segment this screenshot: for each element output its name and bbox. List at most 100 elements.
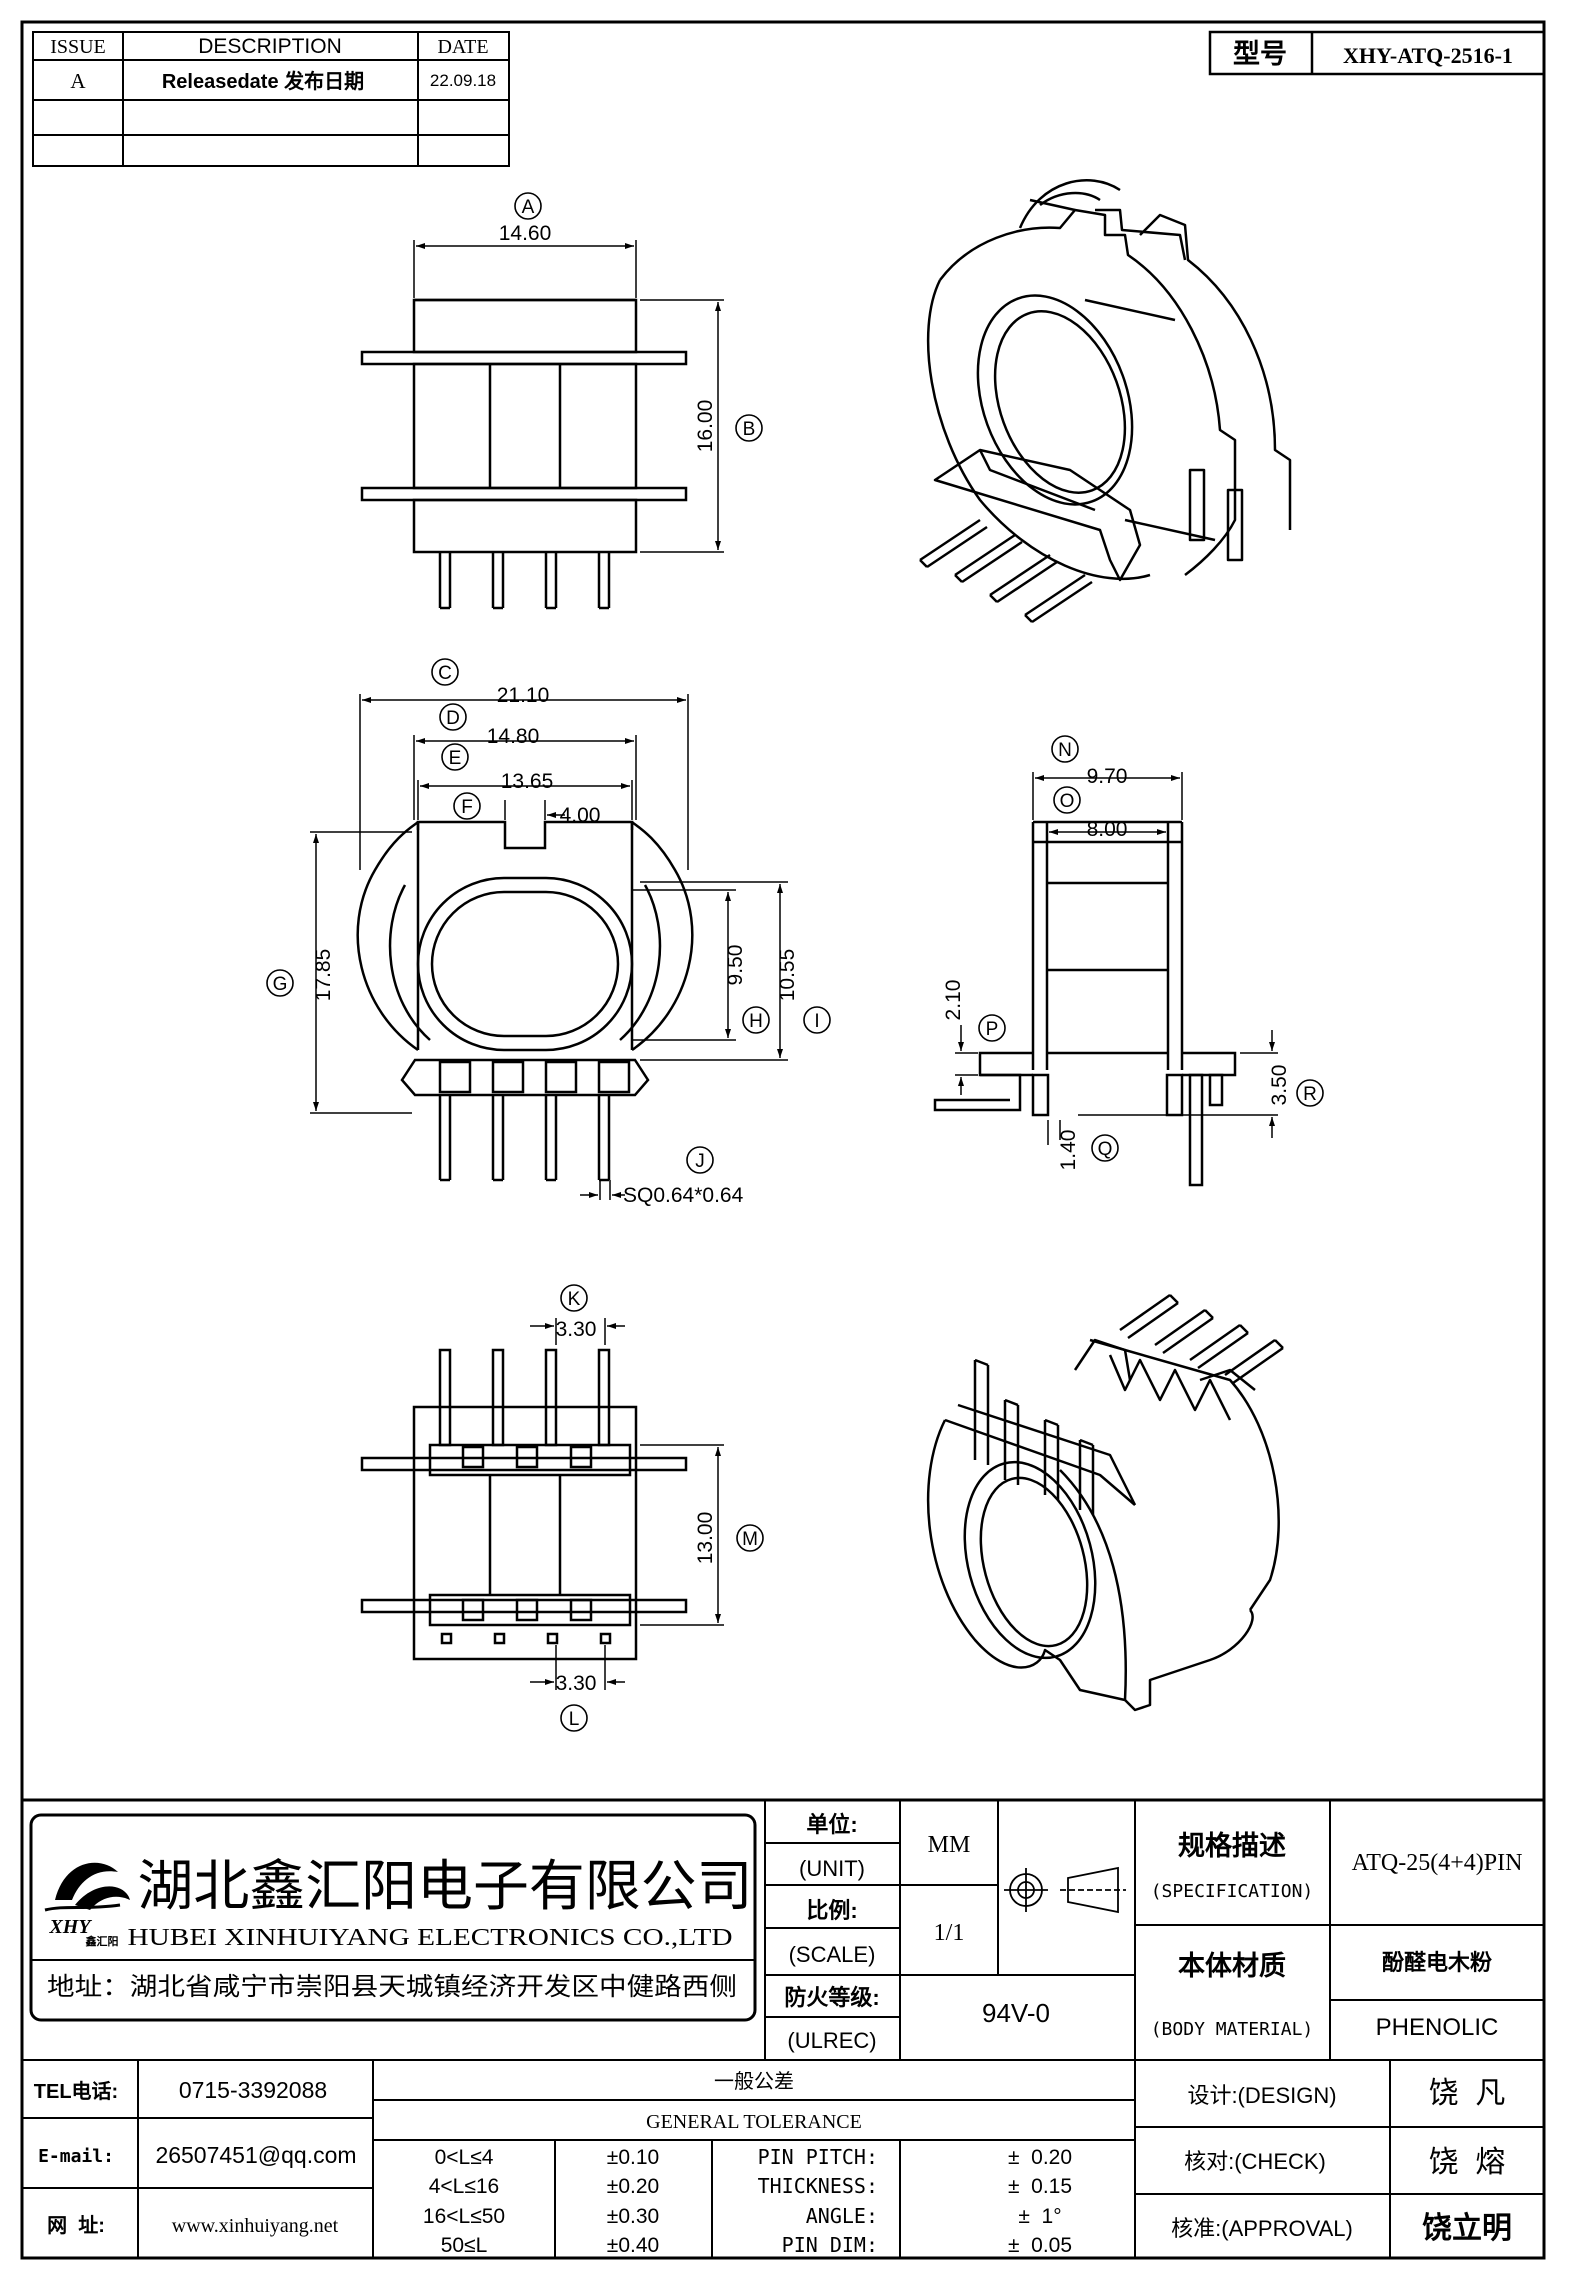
tel-value: 0715-3392088 [179, 2077, 327, 2103]
dim-F-value: 4.00 [560, 804, 601, 827]
end-view [933, 820, 1237, 1187]
tolerance-value-4: ±0.40 [607, 2234, 659, 2257]
callout-G: G [266, 969, 294, 997]
tolerance-range-2: 4<L≤16 [429, 2175, 500, 2198]
tolerance-range-3: 16<L≤50 [423, 2205, 505, 2228]
dim-B-value: 16.00 [694, 400, 717, 453]
callout-L: L [560, 1704, 588, 1732]
model-value: XHY-ATQ-2516-1 [1343, 43, 1513, 68]
svg-text:Q: Q [1098, 1139, 1113, 1160]
model-label: 型号 [1233, 39, 1287, 69]
callout-R: R [1296, 1079, 1324, 1107]
company-logo: XHY 鑫汇阳 [44, 1862, 130, 1948]
company-address: 地址：湖北省咸宁市崇阳县天城镇经济开发区中健路西侧 [47, 1973, 737, 2001]
spec-value: ATQ-25(4+4)PIN [1352, 1850, 1523, 1876]
check-name: 饶 熔 [1429, 2146, 1506, 2179]
dim-J-value: SQ0.64*0.64 [623, 1184, 744, 1207]
spec-tol-value-3: ± 1° [1018, 2205, 1061, 2228]
svg-text:N: N [1058, 740, 1072, 761]
svg-text:M: M [742, 1529, 758, 1550]
spec-label-en: (SPECIFICATION) [1151, 1881, 1314, 1902]
dim-lines-K-L-M [530, 1318, 724, 1690]
material-label-cn: 本体材质 [1178, 1951, 1286, 1981]
svg-text:L: L [569, 1709, 580, 1730]
svg-text:H: H [749, 1011, 763, 1032]
scale-value: 1/1 [934, 1920, 965, 1946]
front-view [360, 298, 688, 610]
dim-E-value: 13.65 [501, 770, 554, 793]
svg-text:XHY: XHY [48, 1916, 92, 1938]
fire-value: 94V-0 [982, 1998, 1050, 2028]
tolerance-range-1: 0<L≤4 [435, 2146, 494, 2169]
callout-B: B [735, 414, 763, 442]
dim-M-value: 13.00 [694, 1512, 717, 1565]
tolerance-title-en: GENERAL TOLERANCE [646, 2111, 862, 2133]
scale-label-en: (SCALE) [789, 1942, 876, 1967]
callout-H: H [742, 1006, 770, 1034]
material-value-cn: 酚醛电木粉 [1382, 1950, 1492, 1975]
svg-text:P: P [986, 1019, 999, 1040]
bottom-grid [22, 2059, 1544, 2258]
material-label-en: (BODY MATERIAL) [1151, 2019, 1314, 2040]
scale-label-cn: 比例: [806, 1898, 857, 1923]
revision-description: Releasedate 发布日期 [162, 69, 364, 93]
fire-label-en: (ULREC) [787, 2028, 876, 2053]
unit-value: MM [928, 1832, 971, 1858]
svg-text:D: D [446, 708, 460, 729]
spec-tol-value-4: ± 0.05 [1008, 2234, 1072, 2257]
issue-header: ISSUE [50, 36, 106, 58]
description-header: DESCRIPTION [198, 35, 342, 58]
tolerance-range-4: 50≤L [441, 2234, 488, 2257]
company-name-cn: 湖北鑫汇阳电子有限公司 [138, 1855, 753, 1917]
tolerance-value-3: ±0.30 [607, 2205, 659, 2228]
sheet-border [20, 20, 1546, 2260]
svg-text:C: C [438, 663, 452, 684]
dim-Q-value: 1.40 [1057, 1130, 1080, 1171]
dim-D-value: 14.80 [487, 725, 540, 748]
callout-P: P [978, 1014, 1006, 1042]
svg-text:O: O [1060, 791, 1075, 812]
material-value-en: PHENOLIC [1376, 2014, 1499, 2041]
callout-K: K [560, 1284, 588, 1312]
callout-F: F [453, 792, 481, 820]
spec-tol-name-3: ANGLE: [806, 2204, 878, 2228]
date-header: DATE [437, 36, 488, 58]
dim-L-value: 3.30 [556, 1672, 597, 1695]
svg-text:E: E [449, 748, 462, 769]
spec-label-cn: 规格描述 [1178, 1831, 1286, 1861]
tel-label: TEL电话: [34, 2080, 118, 2103]
callout-I: I [803, 1006, 831, 1034]
projection-symbol-icon [1004, 1866, 1126, 1914]
side-view [356, 820, 694, 1182]
dim-G-value: 17.85 [312, 949, 335, 1002]
callout-J: J [686, 1146, 714, 1174]
email-label: E-mail: [38, 2146, 114, 2167]
dim-K-value: 3.30 [556, 1318, 597, 1341]
spec-tol-value-1: ± 0.20 [1008, 2146, 1072, 2169]
dim-lines-N-to-R [955, 772, 1278, 1145]
callout-M: M [736, 1524, 764, 1552]
isometric-view-2 [926, 1293, 1284, 1712]
isometric-view-1 [919, 179, 1292, 624]
approval-label: 核准:(APPROVAL) [1171, 2216, 1353, 2241]
design-label: 设计:(DESIGN) [1187, 2083, 1336, 2108]
company-box [29, 1813, 757, 2022]
callout-N: N [1051, 735, 1079, 763]
svg-text:B: B [743, 419, 756, 440]
callout-E: E [441, 743, 469, 771]
callout-C: C [431, 658, 459, 686]
info-grid [764, 1800, 1544, 2060]
check-label: 核对:(CHECK) [1184, 2149, 1326, 2174]
dim-N-value: 9.70 [1087, 765, 1128, 788]
tolerance-title-cn: 一般公差 [714, 2070, 794, 2093]
svg-text:K: K [568, 1289, 581, 1310]
approval-name: 饶立明 [1422, 2211, 1512, 2245]
model-box [1208, 30, 1546, 76]
dim-lines-A-B [413, 240, 724, 553]
dim-H-value: 9.50 [724, 945, 747, 986]
revision-issue: A [70, 69, 86, 93]
callout-Q: Q [1091, 1134, 1119, 1162]
revision-date: 22.09.18 [430, 71, 496, 90]
bottom-view [360, 1348, 688, 1661]
